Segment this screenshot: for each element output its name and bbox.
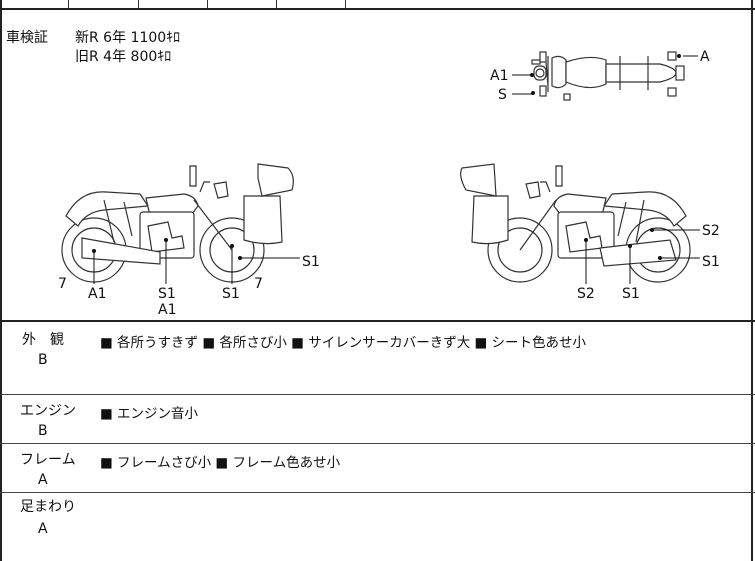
header-divider	[345, 0, 346, 8]
motorcycle-top-view: A A1 S	[490, 49, 710, 103]
section-title-suspension: 足まわり	[20, 499, 76, 515]
section-notes-exterior: ■ 各所うすきず ■ 各所さび小 ■ サイレンサーカバーきず大 ■ シート色あせ…	[100, 335, 587, 351]
mark-top-a: A	[700, 49, 710, 65]
section-rule	[0, 394, 755, 395]
right-view-body	[460, 163, 691, 283]
header-divider	[138, 0, 139, 8]
left-view-body	[61, 163, 294, 283]
mark-left-s1: S1	[158, 286, 176, 302]
inspection-old: 旧R 4年 800ｷﾛ	[75, 49, 172, 65]
mark-left-s1c: S1	[302, 254, 320, 270]
header-divider	[276, 0, 277, 8]
section-grade-frame: A	[38, 472, 48, 488]
mark-right-s2b: S2	[702, 223, 720, 239]
header-divider	[207, 0, 208, 8]
mark-left-a1b: A1	[158, 302, 176, 318]
section-title-engine: エンジン	[20, 403, 76, 419]
header-divider	[68, 0, 69, 8]
diagram-bottom-rule	[0, 320, 755, 322]
section-rule	[0, 443, 755, 444]
top-view-body	[530, 51, 685, 101]
section-title-exterior: 外 観	[22, 332, 64, 348]
motorcycle-left-view: 7 A1 S1 A1 S1 7 S1	[58, 163, 320, 318]
mark-top-a1: A1	[490, 68, 508, 84]
inspection-new: 新R 6年 1100ｷﾛ	[75, 30, 181, 46]
section-rule	[0, 492, 755, 493]
section-grade-exterior: B	[38, 352, 48, 368]
section-notes-engine: ■ エンジン音小	[100, 406, 199, 422]
mark-right-s2: S2	[577, 286, 595, 302]
section-notes-frame: ■ フレームさび小 ■ フレーム色あせ小	[100, 455, 341, 471]
mark-left-7b: 7	[254, 276, 263, 292]
header-bottom-rule	[0, 8, 755, 10]
section-title-frame: フレーム	[20, 452, 76, 468]
mark-left-7a: 7	[58, 276, 67, 292]
mark-top-s: S	[498, 87, 507, 103]
mark-right-s1b: S1	[702, 254, 720, 270]
mark-left-s1b: S1	[222, 286, 240, 302]
mark-right-s1: S1	[622, 286, 640, 302]
section-grade-engine: B	[38, 423, 48, 439]
motorcycle-right-view: S2 S1 S2 S1	[460, 163, 720, 302]
mark-left-a1: A1	[88, 286, 106, 302]
inspection-label: 車検証	[6, 30, 48, 46]
section-grade-suspension: A	[38, 521, 48, 537]
